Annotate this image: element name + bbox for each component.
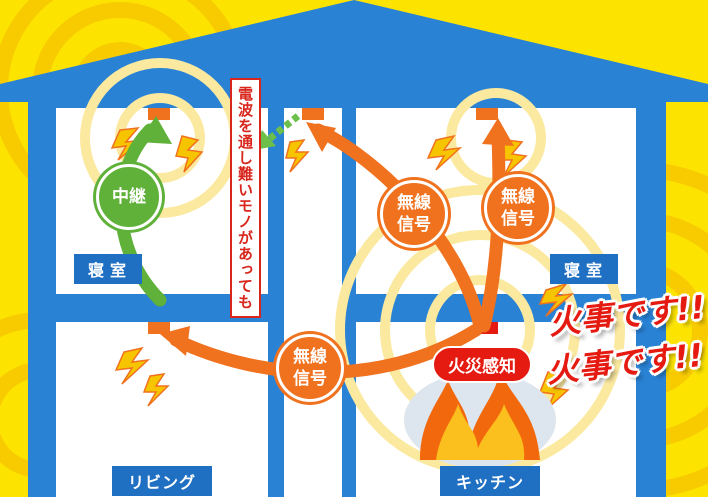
room-label-bedroom-left: 寝室 <box>74 254 143 284</box>
fire-icon <box>404 370 556 468</box>
room-label-living: リビング <box>112 466 213 496</box>
wireless-badge-3-line2: 信号 <box>293 369 327 389</box>
relay-badge: 中継 <box>96 164 162 230</box>
blocked-signal-arrow <box>265 113 301 143</box>
detector-living <box>148 322 170 334</box>
room-label-kitchen: キッチン <box>440 466 541 496</box>
wireless-badge-2-line2: 信号 <box>501 209 535 229</box>
wireless-badge-3: 無線 信号 <box>276 334 344 402</box>
wireless-badge-2: 無線 信号 <box>484 174 552 242</box>
room-stairwell <box>284 108 342 497</box>
arrowheads <box>160 118 514 356</box>
relay-badge-label: 中継 <box>112 187 146 207</box>
wireless-badge-2-line1: 無線 <box>501 187 535 207</box>
fire-detect-label: 火災感知 <box>432 346 532 383</box>
wireless-badge-3-line1: 無線 <box>293 347 327 367</box>
alarm-sound-icon <box>110 127 575 409</box>
detector-stairwell <box>302 108 324 120</box>
wireless-badge-1-line1: 無線 <box>397 193 431 213</box>
detector-bedroom-left <box>148 108 170 120</box>
wireless-badge-1-line2: 信号 <box>397 215 431 235</box>
wireless-badge-1: 無線 信号 <box>380 180 448 248</box>
detector-bedroom-right <box>476 108 498 120</box>
relay-arrowhead <box>138 116 172 144</box>
roof <box>0 0 708 102</box>
room-label-bedroom-right: 寝室 <box>550 254 619 284</box>
obstacle-note: 電波を通し難いモノがあっても <box>230 78 261 318</box>
